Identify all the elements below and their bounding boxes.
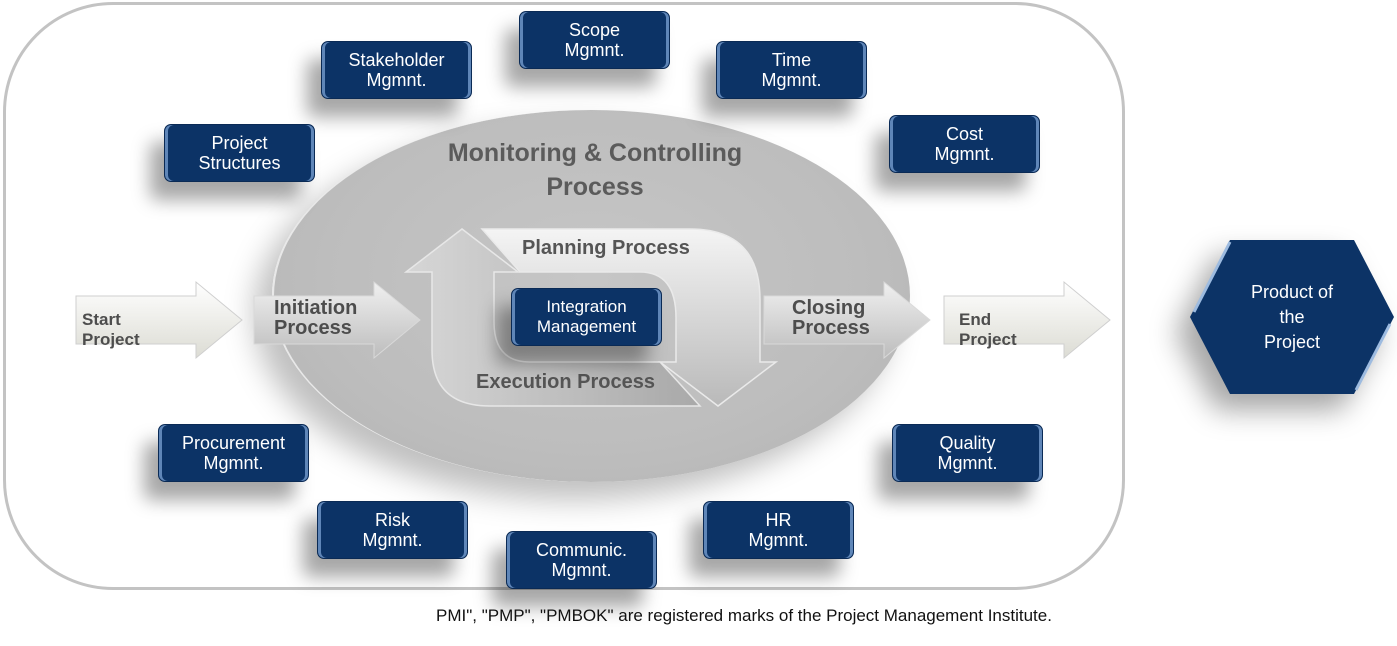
product-hexagon[interactable] <box>1190 240 1394 394</box>
integration-management-box[interactable]: Integration Management <box>511 288 662 346</box>
initiation-process-label: Initiation Process <box>274 297 358 339</box>
hex-highlight-left <box>1192 241 1232 313</box>
execution-arrow <box>403 228 702 407</box>
hex-highlight-right <box>1354 323 1392 391</box>
communic-mgmnt-box[interactable]: Communic. Mgmnt. <box>506 531 657 589</box>
stakeholder-mgmnt-box[interactable]: Stakeholder Mgmnt. <box>321 41 472 99</box>
quality-mgmnt-box[interactable]: Quality Mgmnt. <box>892 424 1043 482</box>
procurement-mgmnt-box[interactable]: Procurement Mgmnt. <box>158 424 309 482</box>
cost-mgmnt-box[interactable]: Cost Mgmnt. <box>889 115 1040 173</box>
risk-mgmnt-box[interactable]: Risk Mgmnt. <box>317 501 468 559</box>
planning-process-label: Planning Process <box>522 237 690 259</box>
product-of-project-label: Product of the Project <box>1250 281 1334 352</box>
start-project-label: Start Project <box>82 310 140 349</box>
scope-mgmnt-box[interactable]: Scope Mgmnt. <box>519 11 670 69</box>
closing-process-label: Closing Process <box>792 297 870 339</box>
project-structures-box[interactable]: Project Structures <box>164 124 315 182</box>
time-mgmnt-box[interactable]: Time Mgmnt. <box>716 41 867 99</box>
planning-arrow <box>480 228 779 407</box>
trademark-footnote: PMI", "PMP", "PMBOK" are registered mark… <box>436 606 1052 625</box>
hr-mgmnt-box[interactable]: HR Mgmnt. <box>703 501 854 559</box>
monitoring-controlling-title: Monitoring & Controlling Process <box>447 139 743 201</box>
end-project-label: End Project <box>959 310 1017 349</box>
execution-process-label: Execution Process <box>476 371 655 393</box>
